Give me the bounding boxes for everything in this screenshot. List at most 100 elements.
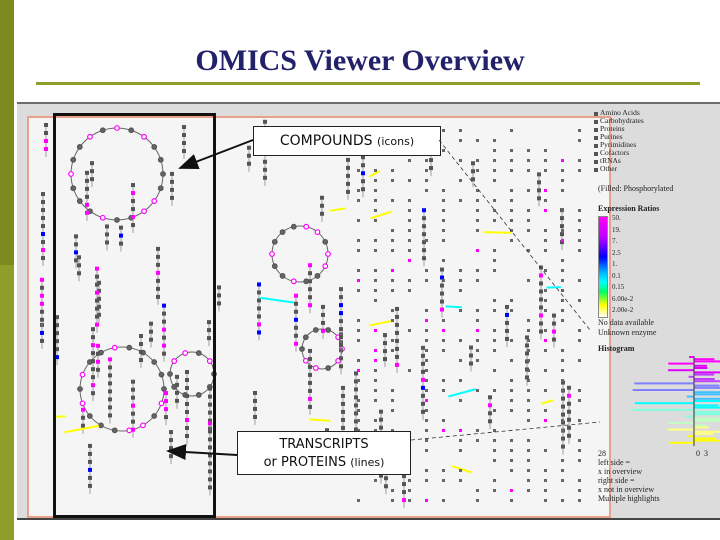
compound-node <box>425 439 428 442</box>
compound-node <box>170 187 174 192</box>
compound-node <box>374 419 377 422</box>
compound-node <box>525 351 529 356</box>
compound-node <box>578 229 581 232</box>
highlighted-reaction <box>451 465 473 474</box>
compound-node <box>91 327 95 332</box>
compound-node <box>578 439 581 442</box>
compound-node <box>493 169 496 172</box>
compound-node <box>247 153 251 158</box>
compound-node <box>74 234 78 239</box>
compound-node <box>90 169 94 174</box>
compound-node <box>408 229 411 232</box>
compound-node <box>510 219 513 222</box>
compound-node <box>561 319 564 322</box>
compound-node <box>527 189 530 192</box>
compound-node <box>308 303 312 308</box>
compound-node <box>539 297 543 302</box>
compound-node <box>476 439 479 442</box>
compound-node <box>395 362 399 367</box>
compound-node <box>552 313 556 318</box>
compound-node <box>527 229 530 232</box>
compound-node <box>493 329 496 332</box>
compound-node <box>85 210 89 215</box>
compound-class-symbol <box>594 112 598 116</box>
compound-node <box>185 409 189 414</box>
compound-node <box>303 223 310 230</box>
compound-node <box>408 219 411 222</box>
compound-node <box>561 239 564 242</box>
compound-node <box>505 328 509 333</box>
compound-node <box>391 229 394 232</box>
compound-node <box>151 413 158 419</box>
histogram-bar <box>694 417 720 420</box>
compound-node <box>290 223 297 230</box>
compound-node <box>561 169 564 172</box>
compound-node <box>308 287 312 292</box>
compound-node <box>544 249 547 252</box>
compound-node <box>294 317 298 322</box>
compound-node <box>510 129 513 132</box>
compound-node <box>374 369 377 372</box>
compound-node <box>510 379 513 382</box>
compound-node <box>114 125 120 131</box>
compound-node <box>208 402 212 407</box>
histogram-bar <box>694 386 720 389</box>
compound-node <box>96 359 100 364</box>
compound-node <box>544 479 547 482</box>
transcripts-callout-sub: (lines) <box>350 456 385 469</box>
compound-node <box>55 339 59 344</box>
compound-node <box>160 171 166 177</box>
compound-node <box>560 224 564 229</box>
compound-node <box>391 309 394 312</box>
compound-node <box>539 313 543 318</box>
compound-node <box>185 369 189 374</box>
compound-node <box>302 334 309 341</box>
compound-node <box>131 427 135 432</box>
compound-node <box>354 419 358 424</box>
compound-node <box>339 343 343 348</box>
histogram-bar <box>694 391 720 394</box>
compound-class-symbol <box>594 160 598 164</box>
compound-node <box>55 323 59 328</box>
histogram-bar <box>694 380 720 383</box>
compound-node <box>44 130 48 135</box>
compound-node <box>158 371 165 378</box>
compound-node <box>391 349 394 352</box>
compound-node <box>253 406 257 411</box>
compound-node <box>257 306 261 311</box>
compound-node <box>527 319 530 322</box>
compound-node <box>263 159 267 164</box>
compound-node <box>308 372 312 377</box>
compound-node <box>425 349 428 352</box>
compound-class-item: Pyrimidines <box>600 140 637 149</box>
compound-node <box>510 439 513 442</box>
compound-node <box>561 396 565 401</box>
compound-node <box>85 194 89 199</box>
compound-node <box>357 419 360 422</box>
compound-node <box>207 336 211 341</box>
compound-node <box>442 389 445 392</box>
compound-node <box>320 195 324 200</box>
compound-node <box>425 189 428 192</box>
compound-node <box>320 203 324 208</box>
compound-node <box>408 209 411 212</box>
compound-node <box>44 146 48 151</box>
compound-node <box>294 333 298 338</box>
compound-node <box>354 387 358 392</box>
compound-node <box>561 289 564 292</box>
compound-node <box>510 359 513 362</box>
compound-node <box>321 304 325 309</box>
compound-node <box>459 289 462 292</box>
compound-node <box>41 224 45 229</box>
compound-node <box>459 359 462 362</box>
highlighted-reaction <box>368 170 381 178</box>
histogram-axis-right: 3 <box>704 449 708 458</box>
compound-node <box>162 311 166 316</box>
compound-node <box>440 291 444 296</box>
title-divider <box>36 82 700 85</box>
compound-node <box>476 159 479 162</box>
compound-node <box>429 166 433 171</box>
compound-node <box>493 349 496 352</box>
compound-node <box>425 319 428 322</box>
compound-node <box>169 430 173 435</box>
